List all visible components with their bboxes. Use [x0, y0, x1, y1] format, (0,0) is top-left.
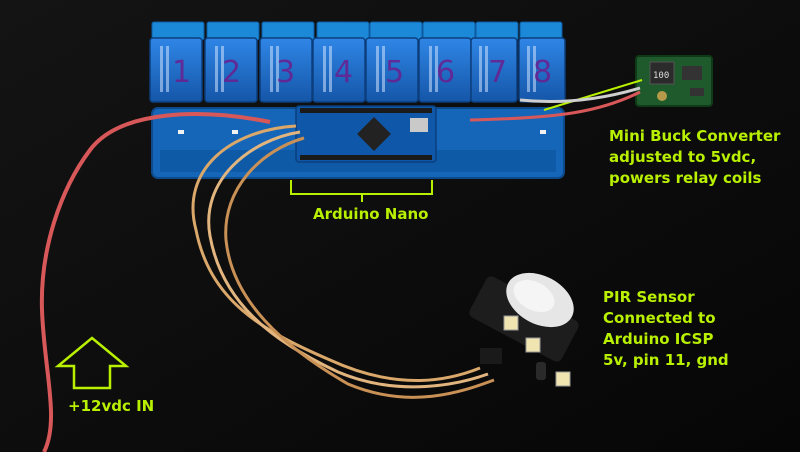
- buck-converter-module: 100: [635, 55, 713, 107]
- relay-number: 4: [334, 55, 353, 90]
- up-arrow-icon: [54, 336, 130, 390]
- pir-label-line-4: 5v, pin 11, gnd: [603, 351, 729, 369]
- buck-wires: [469, 86, 641, 122]
- relay-number: 8: [533, 55, 552, 90]
- relay-number: 2: [222, 55, 241, 90]
- buck-pointer-line: [543, 79, 643, 111]
- arduino-nano-board: [295, 105, 437, 163]
- relay-number: 1: [172, 55, 191, 90]
- svg-text:100: 100: [653, 71, 669, 81]
- pir-sensor-label: PIR Sensor Connected to Arduino ICSP 5v,…: [603, 287, 729, 371]
- buck-converter-label: Mini Buck Converter adjusted to 5vdc, po…: [609, 126, 780, 189]
- relay-number: 6: [436, 55, 455, 90]
- pir-label-line-2: Connected to: [603, 309, 716, 327]
- power-wire: [39, 112, 271, 452]
- power-in-label: +12vdc IN: [68, 397, 155, 415]
- relay-number: 7: [488, 55, 507, 90]
- pir-wires: [191, 124, 495, 399]
- pir-sensor: [469, 272, 579, 387]
- status-leds: [178, 130, 546, 134]
- pir-label-line-1: PIR Sensor: [603, 288, 695, 306]
- buck-label-line-2: adjusted to 5vdc,: [609, 148, 757, 166]
- relay-number: 5: [385, 55, 404, 90]
- relay-board: 1 2 3 4 5 6 7 8: [149, 21, 566, 179]
- arduino-nano-label: Arduino Nano: [313, 205, 429, 223]
- buck-label-line-1: Mini Buck Converter: [609, 127, 781, 145]
- screw-terminals: [151, 21, 563, 41]
- buck-label-line-3: powers relay coils: [609, 169, 762, 187]
- relay-numbers: 1 2 3 4 5 6 7 8: [172, 55, 552, 90]
- relay-number: 3: [276, 55, 295, 90]
- pir-label-line-3: Arduino ICSP: [603, 330, 714, 348]
